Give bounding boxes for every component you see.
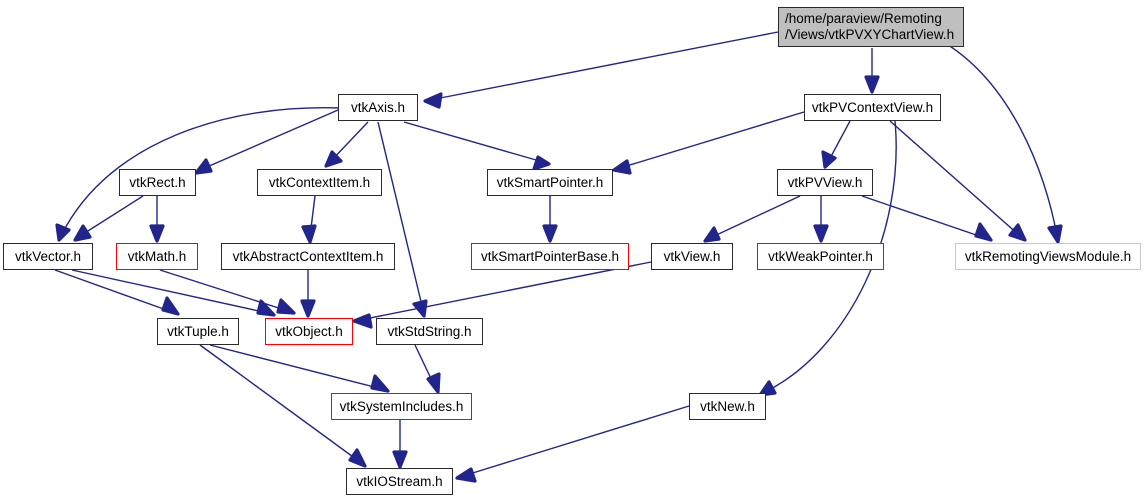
graph-edge-arrowhead [821, 150, 837, 169]
graph-node-root[interactable]: /home/paraview/Remoting /Views/vtkPVXYCh… [778, 7, 964, 47]
graph-edge [79, 195, 144, 237]
graph-node-label: vtkPVContextView.h [811, 99, 934, 115]
graph-node-label: vtkVector.h [14, 248, 82, 264]
graph-node-label: vtkStdString.h [387, 323, 472, 339]
graph-node-smartpointer[interactable]: vtkSmartPointer.h [487, 169, 613, 196]
graph-edge [462, 405, 690, 477]
graph-node-label: vtkRemotingViewsModule.h [964, 248, 1132, 264]
graph-edge-arrowhead [423, 92, 443, 109]
graph-node-label: vtkWeakPointer.h [768, 248, 873, 264]
graph-edge [619, 111, 805, 169]
graph-node-contextitem[interactable]: vtkContextItem.h [257, 169, 382, 196]
graph-node-view[interactable]: vtkView.h [651, 243, 733, 270]
graph-edge-arrowhead [276, 298, 296, 315]
graph-edge [54, 269, 173, 313]
graph-edge-arrowhead [974, 222, 993, 242]
graph-edge-arrowhead [352, 313, 373, 329]
graph-edge-arrowhead [542, 224, 558, 243]
graph-node-label: vtkNew.h [700, 398, 755, 414]
graph-node-label: vtkContextItem.h [268, 174, 371, 190]
graph-edge-arrowhead [194, 158, 213, 175]
graph-edge [199, 344, 361, 463]
graph-edge [403, 121, 544, 163]
graph-node-tuple[interactable]: vtkTuple.h [157, 318, 239, 345]
graph-node-label: vtkMath.h [127, 248, 187, 264]
graph-edge-arrowhead [703, 226, 721, 243]
graph-edge-arrowhead [426, 372, 441, 394]
graph-node-smartptrbase[interactable]: vtkSmartPointerBase.h [471, 243, 629, 270]
graph-edge-arrowhead [455, 467, 477, 483]
graph-edge-arrowhead [864, 75, 880, 94]
graph-edge-arrowhead [301, 224, 317, 244]
graph-edge [764, 120, 897, 393]
graph-edge [709, 195, 801, 239]
graph-node-label: vtkRect.h [129, 174, 186, 190]
graph-edge-arrowhead [348, 448, 367, 468]
graph-node-vector[interactable]: vtkVector.h [3, 243, 93, 270]
graph-edge [377, 121, 424, 311]
graph-node-label: vtkSmartPointerBase.h [480, 248, 620, 264]
graph-edge-arrowhead [256, 299, 276, 317]
graph-node-label: vtkSystemIncludes.h [339, 398, 464, 414]
graph-edge-arrowhead [55, 223, 71, 242]
graph-edge-arrowhead [813, 224, 829, 243]
graph-edge-arrowhead [370, 374, 390, 393]
graph-edge [359, 261, 652, 321]
graph-node-systemincl[interactable]: vtkSystemIncludes.h [331, 393, 472, 420]
graph-edge-arrowhead [324, 150, 343, 168]
graph-node-label: vtkObject.h [275, 323, 343, 339]
graph-edge-arrowhead [1047, 224, 1063, 244]
graph-edge-arrowhead [300, 299, 316, 318]
graph-node-pvview[interactable]: vtkPVView.h [777, 169, 873, 196]
graph-node-new[interactable]: vtkNew.h [689, 393, 766, 420]
graph-node-label: vtkIOStream.h [356, 473, 443, 489]
graph-edge [861, 195, 986, 239]
graph-edge-arrowhead [392, 450, 408, 469]
graph-node-math[interactable]: vtkMath.h [116, 243, 198, 270]
graph-edge [199, 109, 339, 171]
graph-node-label: /home/paraview/Remoting /Views/vtkPVXYCh… [785, 11, 955, 42]
graph-node-weakpointer[interactable]: vtkWeakPointer.h [757, 243, 884, 270]
graph-node-rect[interactable]: vtkRect.h [119, 169, 196, 196]
graph-edge [889, 120, 1021, 237]
graph-node-pvcontextview[interactable]: vtkPVContextView.h [804, 94, 941, 121]
graph-node-label: vtkSmartPointer.h [496, 174, 604, 190]
graph-edge-arrowhead [149, 224, 165, 243]
graph-edge [159, 269, 289, 312]
graph-node-iostream[interactable]: vtkIOStream.h [346, 468, 453, 495]
graph-edge [209, 344, 383, 390]
graph-node-label: vtkAxis.h [350, 99, 405, 115]
graph-edge-arrowhead [161, 296, 180, 316]
graph-node-stdstring[interactable]: vtkStdString.h [376, 318, 483, 345]
graph-node-remotingmod[interactable]: vtkRemotingViewsModule.h [955, 243, 1141, 270]
graph-edge [424, 31, 779, 102]
graph-node-label: vtkAbstractContextItem.h [232, 248, 384, 264]
graph-node-axis[interactable]: vtkAxis.h [338, 94, 418, 121]
graph-node-label: vtkTuple.h [167, 323, 229, 339]
graph-node-label: vtkPVView.h [787, 174, 863, 190]
graph-edge-arrowhead [73, 224, 92, 242]
graph-edge-arrowhead [532, 155, 551, 171]
graph-edge-arrowhead [758, 380, 777, 397]
graph-edge [939, 39, 1058, 237]
graph-edge [61, 107, 341, 235]
graph-edge-arrowhead [1008, 223, 1027, 242]
graph-node-object[interactable]: vtkObject.h [265, 318, 353, 345]
graph-node-label: vtkView.h [663, 248, 721, 264]
graph-node-abstractctx[interactable]: vtkAbstractContextItem.h [221, 243, 395, 270]
graph-edge [71, 269, 269, 314]
graph-edge-arrowhead [612, 159, 632, 175]
